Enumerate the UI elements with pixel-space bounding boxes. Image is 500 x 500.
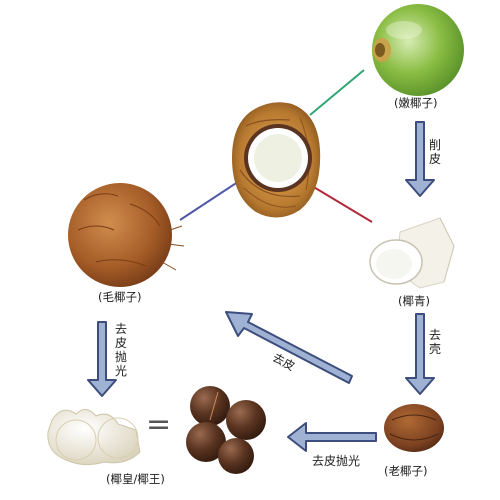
step-label-peel: 削皮 xyxy=(428,138,441,166)
label-young-coconut: (嫩椰子) xyxy=(394,96,438,110)
hairy-coconut-image xyxy=(68,183,185,287)
peeled-green-coconut-image xyxy=(369,217,455,289)
label-old-coconut: (老椰子) xyxy=(384,464,428,478)
label-coconut-king: (椰皇/椰王) xyxy=(106,472,165,486)
step-label-remove-shell: 去壳 xyxy=(428,328,441,356)
young-coconut-image xyxy=(372,4,464,96)
old-coconut-image xyxy=(384,404,444,452)
green-connector-line xyxy=(309,69,365,116)
step-label-peel-polish-vertical: 去皮抛光 xyxy=(114,322,127,378)
coconut-king-image xyxy=(47,409,141,466)
polished-nuts-image xyxy=(186,386,266,474)
label-green-coconut: (椰青) xyxy=(398,294,430,308)
equals-sign: = xyxy=(146,407,172,442)
coconut-cross-section-image xyxy=(232,102,321,218)
arrow-old-to-nuts xyxy=(287,422,377,452)
label-hairy-coconut: (毛椰子) xyxy=(98,290,142,304)
arrow-hairy-to-king xyxy=(87,321,117,397)
arrow-old-to-hairy xyxy=(225,311,353,384)
step-label-peel-polish: 去皮抛光 xyxy=(312,454,361,468)
arrow-young-to-green xyxy=(405,121,435,197)
arrow-green-to-old xyxy=(405,313,435,395)
red-connector-line xyxy=(311,185,373,223)
